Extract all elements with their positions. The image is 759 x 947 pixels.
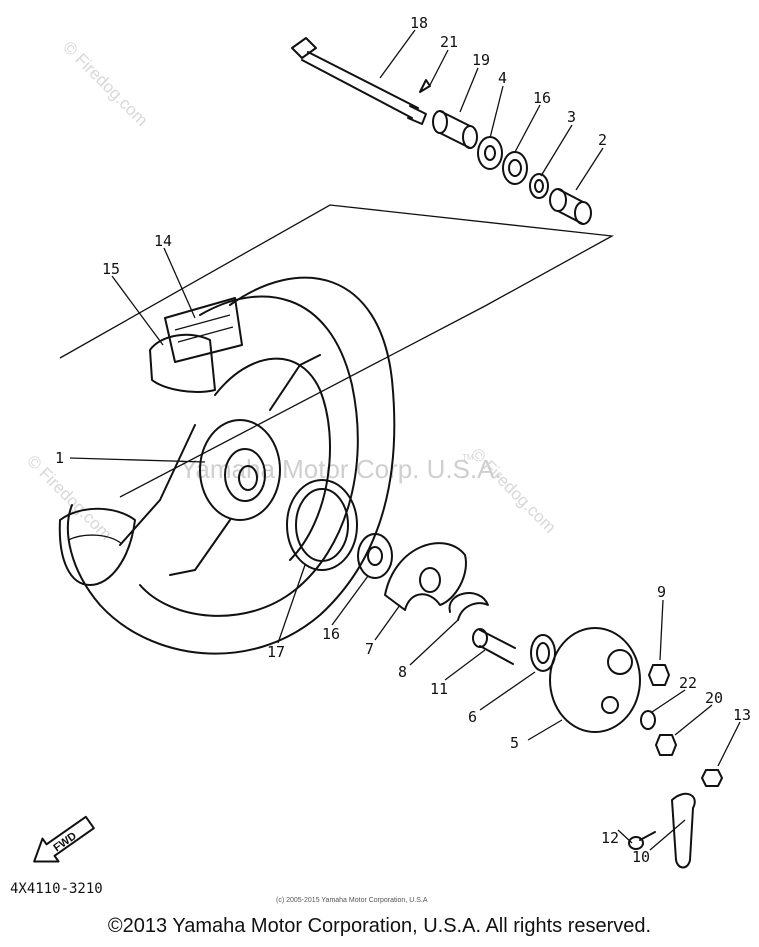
nut-9: [648, 664, 670, 686]
exploded-wheel-diagram: © Firedog.com © Firedog.com © Firedog.co…: [10, 14, 751, 904]
part-number: 14: [154, 232, 172, 250]
part-number: 22: [679, 674, 697, 692]
part-number: 20: [705, 689, 723, 707]
watermark-firedog-top: © Firedog.com: [59, 37, 151, 129]
part-number: 13: [733, 706, 751, 724]
part-number: 1: [55, 449, 64, 467]
nut-13: [701, 769, 723, 787]
castle-nut: [655, 734, 677, 756]
brake-seal: [530, 634, 556, 672]
tire-tube-cutaway: [149, 297, 243, 393]
washer: [640, 710, 656, 730]
small-credit: (c) 2005-2015 Yamaha Motor Corporation, …: [276, 897, 428, 904]
bearing-top: [502, 151, 528, 185]
part-number: 19: [472, 51, 490, 69]
return-spring: [448, 592, 489, 621]
collar: [432, 110, 478, 149]
part-number: 15: [102, 260, 120, 278]
part-number: 6: [468, 708, 477, 726]
watermark-tm: TM: [462, 453, 474, 462]
part-number: 16: [322, 625, 340, 643]
part-number: 18: [410, 14, 428, 32]
part-number: 16: [533, 89, 551, 107]
spacer: [549, 188, 592, 225]
axle-shaft: [291, 37, 427, 125]
guide-frame-line: [59, 204, 615, 498]
wheel-assembly: [58, 276, 396, 655]
watermark-firedog-left: © Firedog.com: [23, 451, 115, 543]
bolt: [628, 831, 656, 850]
part-number: 9: [657, 583, 666, 601]
fwd-arrow-icon: FWD: [33, 815, 95, 863]
fwd-label: FWD: [52, 830, 79, 854]
rim-band: [286, 479, 358, 571]
copyright-notice: ©2013 Yamaha Motor Corporation, U.S.A. A…: [107, 915, 652, 937]
part-number: 12: [601, 829, 619, 847]
brake-shoe: [384, 542, 467, 611]
cotter-pin: [419, 79, 431, 93]
leader-lines: [69, 29, 741, 851]
camshaft: [472, 628, 516, 665]
brake-arm: [671, 792, 696, 869]
part-number: 2: [598, 131, 607, 149]
part-number: 11: [430, 680, 448, 698]
part-number: 5: [510, 734, 519, 752]
diagram-code: 4X4110-3210: [10, 881, 103, 897]
oil-seal: [477, 136, 503, 170]
watermark-yamaha: Yamaha Motor Corp. U.S.A.: [180, 454, 502, 484]
part-number: 7: [365, 640, 374, 658]
part-number: 8: [398, 663, 407, 681]
part-number: 17: [267, 643, 285, 661]
brake-shoe-plate: [549, 627, 641, 733]
part-number: 4: [498, 69, 507, 87]
part-number-labels: 18 21 19 4 16 3 2 14 15 1 17 16 7 8 11 6…: [55, 14, 751, 866]
bearing-lower: [357, 533, 393, 579]
part-number: 21: [440, 33, 458, 51]
circlip: [529, 173, 549, 199]
part-number: 10: [632, 848, 650, 866]
part-number: 3: [567, 108, 576, 126]
